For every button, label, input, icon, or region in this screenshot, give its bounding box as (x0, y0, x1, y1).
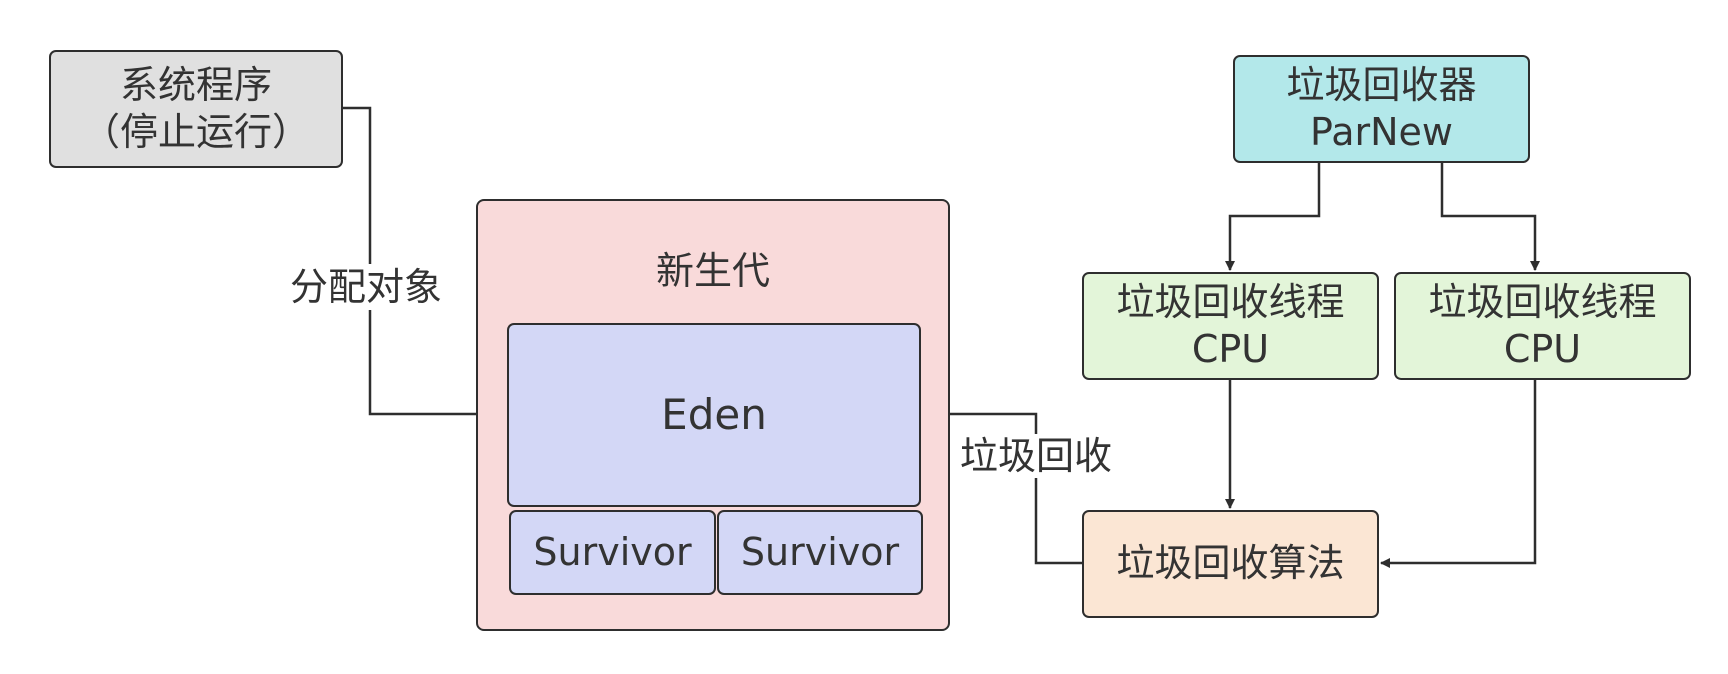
gc-algorithm-node: 垃圾回收算法 (1082, 510, 1379, 618)
system-program-node: 系统程序 （停止运行） (49, 50, 343, 168)
gc-thread-cpu-2: CPU (1503, 327, 1582, 371)
edge-thread2-to-algorithm (1380, 380, 1537, 568)
edge-label-allocate: 分配对象 (288, 264, 445, 310)
system-program-status: （停止运行） (81, 110, 310, 154)
young-generation-title: 新生代 (655, 249, 770, 293)
edge-label-collect: 垃圾回收 (958, 434, 1115, 478)
gc-thread-cpu-1: CPU (1191, 327, 1270, 371)
survivor-space-1: Survivor (509, 510, 716, 595)
gc-thread-title-1: 垃圾回收线程 (1116, 279, 1345, 324)
survivor-label-2: Survivor (740, 529, 900, 574)
edge-collector-to-thread2 (1440, 163, 1540, 271)
system-program-title: 系统程序 (119, 62, 272, 107)
collector-title: 垃圾回收器 (1286, 62, 1477, 107)
eden-space: Eden (507, 323, 921, 507)
collector-name: ParNew (1309, 110, 1453, 154)
gc-thread-node-2: 垃圾回收线程 CPU (1394, 272, 1691, 380)
gc-thread-title-2: 垃圾回收线程 (1428, 279, 1657, 324)
edge-collector-to-thread1 (1225, 163, 1321, 271)
edge-program-to-eden (343, 106, 506, 419)
garbage-collector-node: 垃圾回收器 ParNew (1233, 55, 1530, 163)
eden-label: Eden (661, 389, 767, 439)
survivor-space-2: Survivor (717, 510, 923, 595)
survivor-label-1: Survivor (533, 529, 692, 574)
gc-algorithm-label: 垃圾回收算法 (1116, 541, 1345, 586)
edge-algorithm-to-eden (922, 409, 1082, 565)
gc-thread-node-1: 垃圾回收线程 CPU (1082, 272, 1379, 380)
